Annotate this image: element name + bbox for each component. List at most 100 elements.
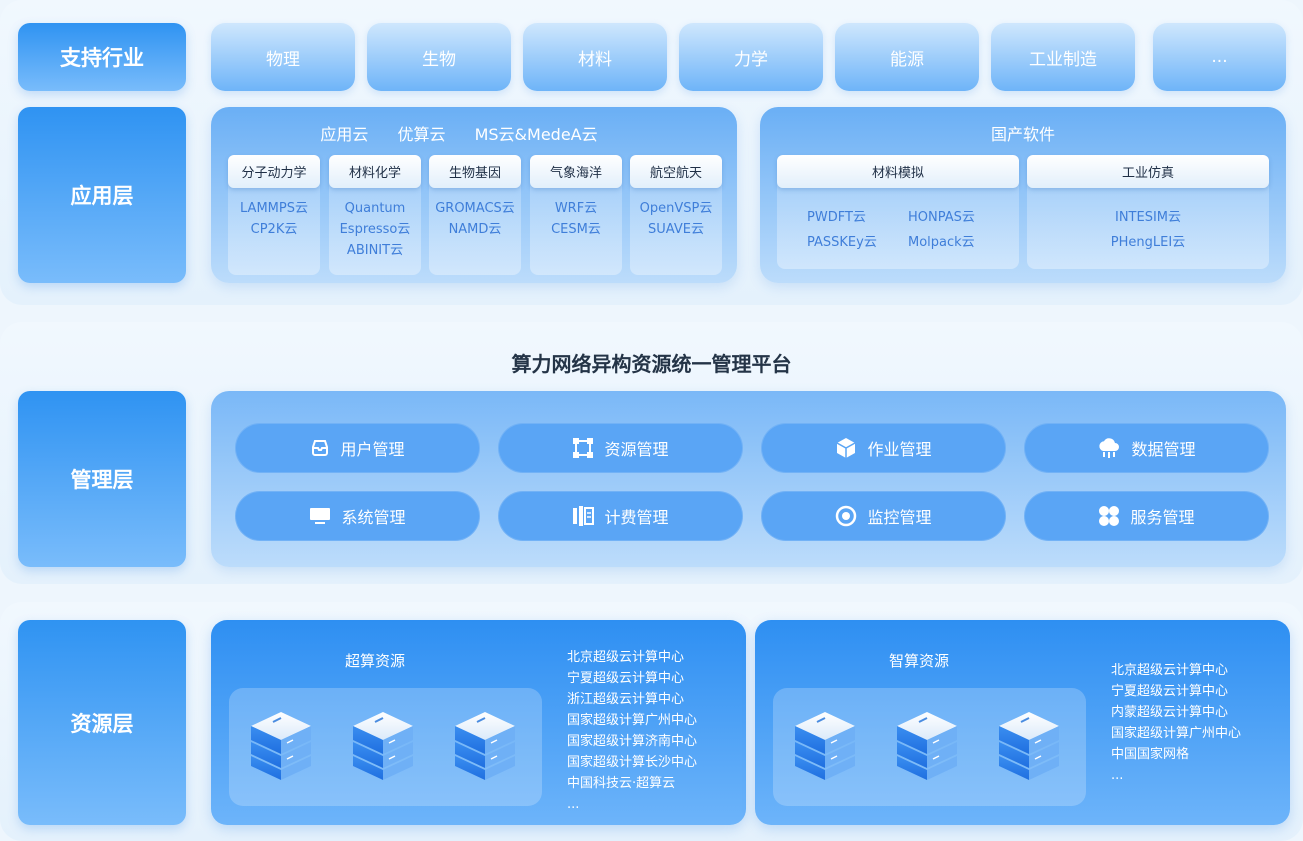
- industry-item: 工业制造: [991, 23, 1135, 91]
- billing-icon: [573, 506, 595, 526]
- server-icon: [249, 710, 313, 782]
- grid-icon: [1099, 506, 1120, 526]
- industry-item: 能源: [835, 23, 979, 91]
- center-item: 国家超级计算广州中心: [567, 713, 698, 728]
- software-item: PHengLEI云: [1110, 235, 1186, 250]
- column-head: 工业仿真: [1027, 155, 1269, 188]
- app-column-bio: 生物基因 GROMACS云 NAMD云: [429, 155, 521, 275]
- monitor-icon: [310, 508, 331, 524]
- column-head: 材料模拟: [777, 155, 1019, 188]
- center-item: 国家超级计算广州中心: [1111, 726, 1242, 741]
- center-item: 内蒙超级云计算中心: [1111, 705, 1229, 720]
- server-icon: [453, 710, 517, 782]
- supercomputing-title: 超算资源: [344, 652, 405, 670]
- server-group: [229, 688, 542, 806]
- monitoring-management-button[interactable]: 监控管理: [761, 491, 1006, 541]
- center-item: 北京超级云计算中心: [1111, 663, 1229, 678]
- data-management-button[interactable]: 数据管理: [1024, 423, 1269, 473]
- industry-item: 生物: [367, 23, 511, 91]
- column-head: 生物基因: [429, 155, 521, 188]
- button-label: 服务管理: [1130, 508, 1195, 527]
- app-column-weather: 气象海洋 WRF云 CESM云: [530, 155, 622, 275]
- center-item: 中国国家网格: [1111, 747, 1190, 762]
- software-item: LAMMPS云: [240, 201, 308, 216]
- layer-label-resource: 资源层: [18, 620, 186, 825]
- button-label: 数据管理: [1131, 440, 1196, 459]
- column-head: 气象海洋: [530, 155, 622, 188]
- billing-management-button[interactable]: 计费管理: [498, 491, 743, 541]
- monitor-eye-icon: [836, 505, 857, 527]
- software-item: Quantum: [344, 201, 406, 216]
- app-column-md: 分子动力学 LAMMPS云 CP2K云: [228, 155, 320, 275]
- server-icon: [895, 710, 959, 782]
- layer-label-app: 应用层: [18, 107, 186, 283]
- app-column-chem: 材料化学 Quantum Espresso云 ABINIT云: [329, 155, 421, 275]
- server-icon: [997, 710, 1061, 782]
- supercomputing-panel: 超算资源 北京超级云计算中心 宁夏超级云计算中心 浙江超级云计算中心 国家超级计…: [211, 620, 746, 825]
- column-head: 航空航天: [630, 155, 722, 188]
- software-item: PASSKEy云: [807, 235, 877, 250]
- system-management-button[interactable]: 系统管理: [235, 491, 480, 541]
- server-group: [773, 688, 1086, 806]
- button-label: 监控管理: [867, 508, 932, 527]
- app-cloud-title: 应用云: [320, 125, 369, 144]
- industry-item: 材料: [523, 23, 667, 91]
- app-cloud-title: MS云&MedeA云: [474, 125, 598, 144]
- cube-icon: [837, 438, 856, 458]
- server-icon: [793, 710, 857, 782]
- software-item: CP2K云: [250, 222, 298, 237]
- ai-computing-panel: 智算资源 北京超级云计算中心 宁夏超级云计算中心 内蒙超级云计算中心 国家超级计…: [755, 620, 1290, 825]
- software-item: PWDFT云: [807, 210, 866, 225]
- service-management-button[interactable]: 服务管理: [1024, 491, 1269, 541]
- resource-management-button[interactable]: 资源管理: [498, 423, 743, 473]
- software-item: Molpack云: [908, 235, 975, 250]
- button-label: 系统管理: [341, 508, 406, 527]
- industry-item: 物理: [211, 23, 355, 91]
- server-icon: [351, 710, 415, 782]
- software-item: OpenVSP云: [639, 201, 713, 216]
- domestic-software-panel: 国产软件 材料模拟 PWDFT云 HONPAS云 PASSKEy云 Molpac…: [760, 107, 1286, 283]
- center-item: ...: [567, 797, 580, 812]
- resource-icon: [573, 438, 594, 458]
- job-management-button[interactable]: 作业管理: [761, 423, 1006, 473]
- button-label: 计费管理: [604, 508, 669, 527]
- app-cloud-panel: 应用云 优算云 MS云&MedeA云 分子动力学 LAMMPS云 CP2K云 材…: [211, 107, 737, 283]
- cloud-data-icon: [1099, 438, 1120, 458]
- supercomputing-center-list: 北京超级云计算中心 宁夏超级云计算中心 浙江超级云计算中心 国家超级计算广州中心…: [567, 647, 697, 815]
- center-item: 浙江超级云计算中心: [567, 692, 685, 707]
- platform-title: 算力网络异构资源统一管理平台: [511, 352, 792, 376]
- center-item: 国家超级计算济南中心: [567, 734, 698, 749]
- center-item: 宁夏超级云计算中心: [567, 671, 685, 686]
- ai-computing-title: 智算资源: [888, 652, 949, 670]
- center-item: ...: [1111, 768, 1124, 783]
- center-item: 宁夏超级云计算中心: [1111, 684, 1229, 699]
- ai-computing-center-list: 北京超级云计算中心 宁夏超级云计算中心 内蒙超级云计算中心 国家超级计算广州中心…: [1111, 660, 1241, 786]
- app-column-aero: 航空航天 OpenVSP云 SUAVE云: [630, 155, 722, 275]
- user-management-button[interactable]: 用户管理: [235, 423, 480, 473]
- software-item: ABINIT云: [346, 243, 404, 258]
- software-item: WRF云: [554, 201, 598, 216]
- app-cloud-title: 优算云: [397, 125, 446, 144]
- column-head: 分子动力学: [228, 155, 320, 188]
- button-label: 作业管理: [867, 440, 932, 459]
- industry-item: 力学: [679, 23, 823, 91]
- layer-label-management: 管理层: [18, 391, 186, 567]
- button-label: 用户管理: [340, 440, 405, 459]
- domestic-title: 国产软件: [990, 125, 1055, 144]
- app-cloud-titles: 应用云 优算云 MS云&MedeA云: [196, 121, 722, 145]
- domestic-column-industrial: 工业仿真 INTESIM云 PHengLEI云: [1027, 155, 1269, 269]
- software-item: INTESIM云: [1114, 210, 1182, 225]
- software-item: GROMACS云: [435, 201, 515, 216]
- software-item: CESM云: [551, 222, 601, 237]
- software-item: HONPAS云: [908, 210, 975, 225]
- domestic-column-materials: 材料模拟 PWDFT云 HONPAS云 PASSKEy云 Molpack云: [777, 155, 1019, 269]
- user-icon: [312, 440, 329, 456]
- center-item: 中国科技云·超算云: [567, 776, 676, 791]
- layer-label-industry: 支持行业: [18, 23, 186, 91]
- column-head: 材料化学: [329, 155, 421, 188]
- software-item: Espresso云: [339, 222, 411, 237]
- software-item: NAMD云: [448, 222, 502, 237]
- industry-item: ...: [1153, 23, 1286, 91]
- center-item: 北京超级云计算中心: [567, 650, 685, 665]
- software-item: SUAVE云: [648, 222, 704, 237]
